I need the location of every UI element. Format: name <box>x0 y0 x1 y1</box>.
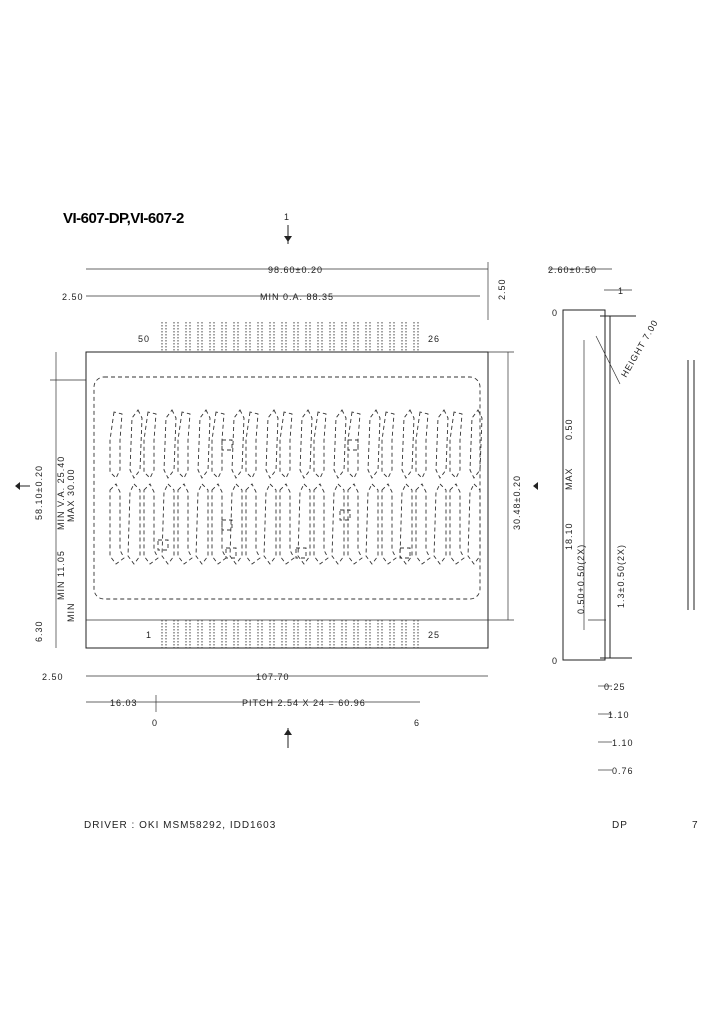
side-t4: 0.76 <box>612 766 634 776</box>
dot-segment-7 <box>295 547 307 559</box>
side-t1: 0.25 <box>604 682 626 692</box>
dot-segment-4 <box>339 509 351 521</box>
digit-10 <box>415 409 449 565</box>
dim-vert-max: MAX 30.00 <box>66 468 76 522</box>
digit-5 <box>245 409 279 565</box>
dot-segment-8 <box>399 547 411 559</box>
side-pin-len: 18.10 <box>564 522 574 550</box>
side-t2: 1.10 <box>608 710 630 720</box>
view-arrow-head-bottom <box>284 729 292 735</box>
drawing-title: VI-607-DP,VI-607-2 <box>63 210 184 227</box>
view-marker-top: 1 <box>284 212 290 222</box>
page-number: 7 <box>692 820 699 831</box>
dim-bottom-left-small: 2.50 <box>42 672 64 682</box>
side-top-dim: 2.60±0.50 <box>548 265 597 275</box>
side-body: 0.50 <box>564 418 574 440</box>
dim-vert-small: 6.30 <box>34 620 44 642</box>
dim-pitch-left: 16.03 <box>110 698 138 708</box>
side-top-small: 1 <box>618 286 624 296</box>
side-t3: 1.10 <box>612 738 634 748</box>
top-pins <box>161 322 419 352</box>
digit-7 <box>313 409 347 565</box>
dot-segment-2 <box>221 519 233 531</box>
dim-pin-span: MIN 0.A. 88.35 <box>260 292 334 302</box>
side-view <box>533 268 695 771</box>
digit-6 <box>279 409 313 565</box>
side-angle: HEIGHT 7.00 <box>619 318 660 379</box>
digit-3 <box>177 409 211 565</box>
dim-right-height: 30.48±0.20 <box>512 475 522 530</box>
dot-segment-1 <box>221 439 233 451</box>
dot-segment-6 <box>225 547 237 559</box>
side-zero-bottom: 0 <box>552 656 558 666</box>
dim-vert-height: 58.10±0.20 <box>34 465 44 520</box>
driver-note: DRIVER : OKI MSM58292, IDD1603 <box>84 820 276 831</box>
side-max: MAX <box>564 467 574 490</box>
bottom-pins <box>161 620 419 648</box>
side-pin-note: 0.50+0.50(2X) <box>576 544 586 614</box>
dim-vert-va: MIN V.A. 25.40 <box>56 456 66 530</box>
dim-left-small: 2.50 <box>62 292 84 302</box>
dim-pitch: PITCH 2.54 X 24 = 60.96 <box>242 698 366 708</box>
dim-bottom-width: 107.70 <box>256 672 290 682</box>
module-outline <box>85 351 489 649</box>
digit-1 <box>109 409 143 565</box>
seven-segment-digits <box>109 409 483 565</box>
digit-2 <box>143 409 177 565</box>
dot-segment-3 <box>347 439 359 451</box>
dim-vert-min2: MIN <box>66 603 76 623</box>
pin-label-bottom-right: 25 <box>428 630 440 640</box>
digit-9 <box>381 409 415 565</box>
pin-label-top-left: 50 <box>138 334 150 344</box>
view-arrow-head-top <box>284 236 292 242</box>
viewing-area <box>93 376 481 600</box>
digit-4 <box>211 409 245 565</box>
footer-code: DP <box>612 820 628 831</box>
side-pin-span2: 1.3±0.50(2X) <box>616 544 626 608</box>
side-zero-top: 0 <box>552 308 558 318</box>
digit-8 <box>347 409 381 565</box>
pin-label-top-right: 26 <box>428 334 440 344</box>
dim-top-right-small: 2.50 <box>497 278 507 300</box>
dim-pitch-end: 6 <box>414 718 420 728</box>
dim-overall-width: 98.60±0.20 <box>268 265 323 275</box>
digit-11 <box>449 409 483 565</box>
dim-vert-min: MIN 11.05 <box>56 550 66 600</box>
view-arrow-head-left <box>15 482 20 490</box>
dim-pitch-start: 0 <box>152 718 158 728</box>
dot-segment-5 <box>157 539 169 551</box>
pin-label-bottom-left: 1 <box>146 630 152 640</box>
